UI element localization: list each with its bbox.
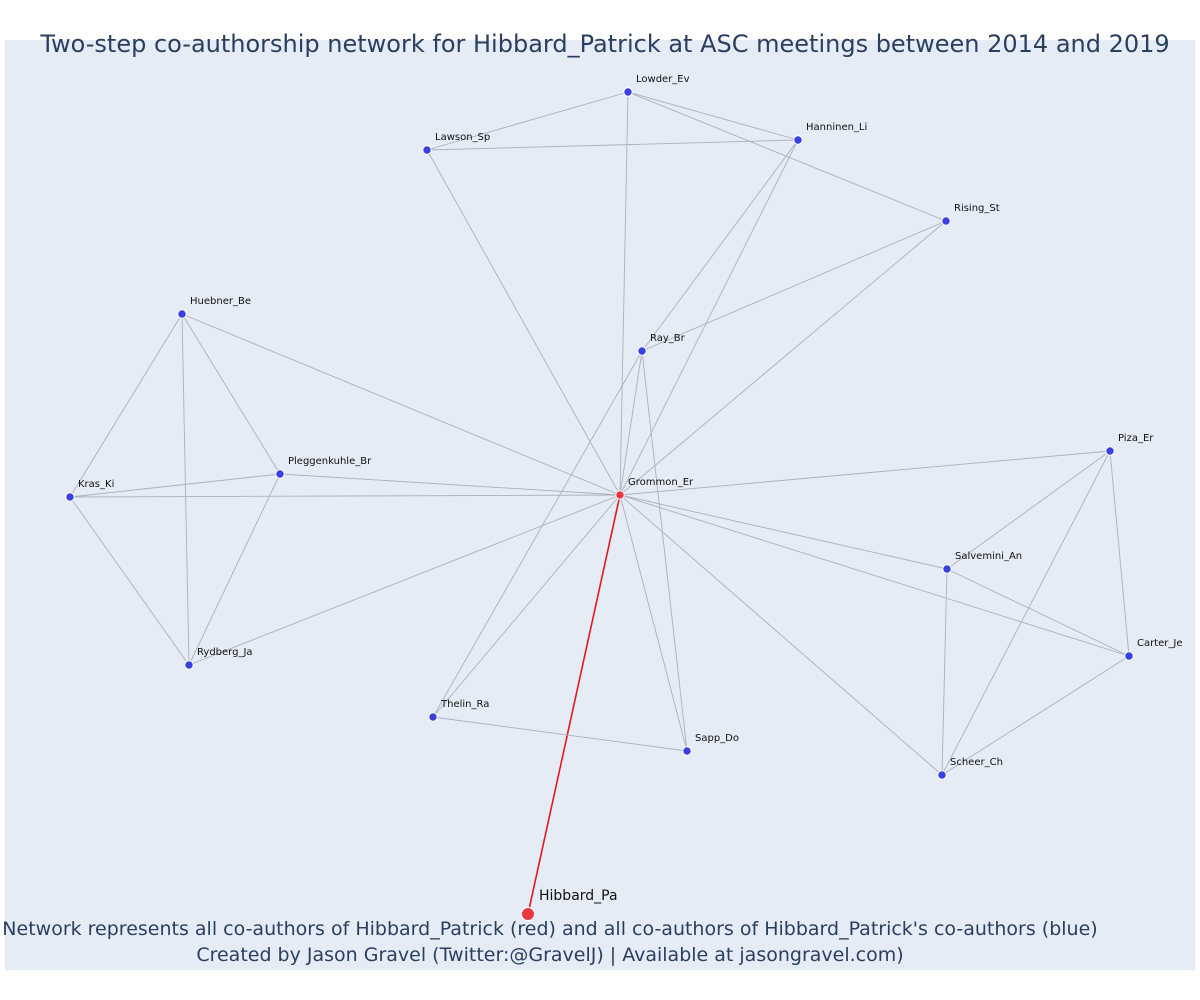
node-label-Carter_Je: Carter_Je <box>1137 638 1183 649</box>
node-Pleggenkuhle_Br[interactable] <box>275 469 285 479</box>
edge-Lawson_Sp-Hanninen_Li <box>426 139 799 151</box>
edge-Grommon_Er-Rydberg_Ja <box>188 494 621 666</box>
node-label-Rising_St: Rising_St <box>954 203 1000 214</box>
edge-Hanninen_Li-Ray_Br <box>641 139 799 352</box>
edge-Grommon_Er-Salvemini_An <box>619 494 948 570</box>
edge-Kras_Ki-Rydberg_Ja <box>69 496 190 666</box>
edge-Lowder_Ev-Hanninen_Li <box>627 91 799 141</box>
node-Grommon_Er[interactable] <box>615 490 625 500</box>
edge-Grommon_Er-Sapp_Do <box>619 494 688 752</box>
caption-credit: Created by Jason Gravel (Twitter:@Gravel… <box>196 944 904 966</box>
node-label-Sapp_Do: Sapp_Do <box>695 733 739 744</box>
node-label-Hanninen_Li: Hanninen_Li <box>806 122 867 133</box>
node-Kras_Ki[interactable] <box>65 492 75 502</box>
edge-Grommon_Er-Lawson_Sp <box>426 149 621 496</box>
edge-Pleggenkuhle_Br-Rydberg_Ja <box>188 473 281 666</box>
edge-Grommon_Er-Pleggenkuhle_Br <box>279 473 621 496</box>
node-label-Huebner_Be: Huebner_Be <box>190 296 251 307</box>
edge-Grommon_Er-Lowder_Ev <box>619 91 629 496</box>
chart-title: Two-step co-authorship network for Hibba… <box>40 30 1170 58</box>
edge-Grommon_Er-Rising_St <box>619 220 947 496</box>
edge-Piza_Er-Salvemini_An <box>946 450 1111 570</box>
plot-background <box>5 40 1195 970</box>
node-label-Piza_Er: Piza_Er <box>1118 433 1154 444</box>
node-label-Ray_Br: Ray_Br <box>650 333 686 344</box>
edge-Salvemini_An-Scheer_Ch <box>941 568 948 776</box>
edge-Carter_Je-Scheer_Ch <box>941 655 1130 776</box>
edge-Lowder_Ev-Rising_St <box>627 91 947 222</box>
node-Ray_Br[interactable] <box>637 346 647 356</box>
edge-Hibbard_Pa-Grommon_Er <box>527 494 621 915</box>
node-Piza_Er[interactable] <box>1105 446 1115 456</box>
edge-Salvemini_An-Carter_Je <box>946 568 1130 657</box>
node-label-Grommon_Er: Grommon_Er <box>628 477 694 488</box>
edge-Grommon_Er-Huebner_Be <box>181 313 621 496</box>
edge-Huebner_Be-Rydberg_Ja <box>181 313 190 666</box>
node-label-Lawson_Sp: Lawson_Sp <box>435 132 490 143</box>
edge-Piza_Er-Scheer_Ch <box>941 450 1111 776</box>
node-Hanninen_Li[interactable] <box>793 135 803 145</box>
node-Scheer_Ch[interactable] <box>937 770 947 780</box>
node-label-Salvemini_An: Salvemini_An <box>955 551 1022 562</box>
edge-Grommon_Er-Kras_Ki <box>69 494 621 498</box>
caption-description: Network represents all co-authors of Hib… <box>2 918 1098 940</box>
edge-Grommon_Er-Thelin_Ra <box>432 494 621 718</box>
edge-Huebner_Be-Kras_Ki <box>69 313 183 498</box>
edge-Grommon_Er-Scheer_Ch <box>619 494 943 776</box>
edge-Rising_St-Ray_Br <box>641 220 947 352</box>
edges-layer <box>69 91 1130 915</box>
node-Rising_St[interactable] <box>941 216 951 226</box>
edge-Huebner_Be-Pleggenkuhle_Br <box>181 313 281 475</box>
node-label-Hibbard_Pa: Hibbard_Pa <box>539 888 618 904</box>
edge-Ray_Br-Thelin_Ra <box>432 350 643 718</box>
node-label-Kras_Ki: Kras_Ki <box>78 479 114 490</box>
node-Huebner_Be[interactable] <box>177 309 187 319</box>
node-Lowder_Ev[interactable] <box>623 87 633 97</box>
node-label-Rydberg_Ja: Rydberg_Ja <box>197 647 253 658</box>
edge-Grommon_Er-Hanninen_Li <box>619 139 799 496</box>
node-Salvemini_An[interactable] <box>942 564 952 574</box>
node-label-Pleggenkuhle_Br: Pleggenkuhle_Br <box>288 456 372 467</box>
edge-Ray_Br-Sapp_Do <box>641 350 688 752</box>
node-Rydberg_Ja[interactable] <box>184 660 194 670</box>
node-Carter_Je[interactable] <box>1124 651 1134 661</box>
nodes-layer <box>65 87 1134 921</box>
edge-Lowder_Ev-Lawson_Sp <box>426 91 629 151</box>
node-Lawson_Sp[interactable] <box>422 145 432 155</box>
node-Sapp_Do[interactable] <box>682 746 692 756</box>
node-Hibbard_Pa[interactable] <box>521 907 535 921</box>
edge-Thelin_Ra-Sapp_Do <box>432 716 688 752</box>
node-label-Scheer_Ch: Scheer_Ch <box>950 757 1003 768</box>
edge-Grommon_Er-Carter_Je <box>619 494 1130 657</box>
node-label-Thelin_Ra: Thelin_Ra <box>440 699 489 710</box>
edge-Kras_Ki-Pleggenkuhle_Br <box>69 473 281 498</box>
node-label-Lowder_Ev: Lowder_Ev <box>636 74 690 85</box>
node-Thelin_Ra[interactable] <box>428 712 438 722</box>
edge-Grommon_Er-Piza_Er <box>619 450 1111 496</box>
edge-Grommon_Er-Ray_Br <box>619 350 643 496</box>
edge-Piza_Er-Carter_Je <box>1109 450 1130 657</box>
